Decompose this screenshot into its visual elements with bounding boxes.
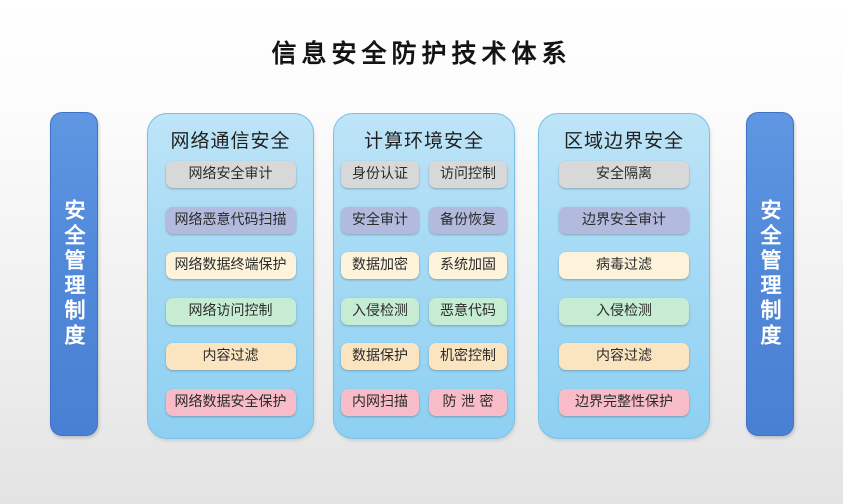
chip-anti-leak: 防 泄 密 — [429, 389, 507, 416]
right-security-management-label: 安全管理制度 — [758, 199, 782, 349]
chip-network-security-audit: 网络安全审计 — [165, 161, 296, 188]
chip-malicious-code: 恶意代码 — [429, 298, 507, 325]
column-network-communication-security: 网络通信安全 网络安全审计 网络恶意代码扫描 网络数据终端保护 网络访问控制 内… — [147, 113, 314, 439]
chip-boundary-integrity-protect: 边界完整性保护 — [559, 389, 689, 416]
chip-identity-authentication: 身份认证 — [341, 161, 419, 188]
chip-intrusion-detection: 入侵检测 — [341, 298, 419, 325]
chip-row: 内容过滤 — [539, 343, 709, 370]
chip-data-protection: 数据保护 — [341, 343, 419, 370]
chip-row: 入侵检测 — [539, 298, 709, 325]
left-security-management-label: 安全管理制度 — [62, 199, 86, 349]
chip-row: 安全隔离 — [539, 161, 709, 188]
chip-intranet-scan: 内网扫描 — [341, 389, 419, 416]
left-security-management-bar: 安全管理制度 — [50, 112, 98, 436]
chip-intrusion-detection: 入侵检测 — [559, 298, 689, 325]
chip-content-filter: 内容过滤 — [559, 343, 689, 370]
chip-content-filter: 内容过滤 — [165, 343, 296, 370]
chip-row: 边界安全审计 — [539, 207, 709, 234]
right-security-management-bar: 安全管理制度 — [746, 112, 794, 436]
column-regional-boundary-security: 区域边界安全 安全隔离 边界安全审计 病毒过滤 入侵检测 内容过滤 边界完整性保… — [538, 113, 710, 439]
column-computing-environment-security: 计算环境安全 身份认证 访问控制 安全审计 备份恢复 数据加密 系统加固 入侵检… — [333, 113, 515, 439]
column-header-regional-boundary: 区域边界安全 — [563, 130, 684, 152]
chip-row: 网络安全审计 — [148, 161, 313, 188]
page-title: 信息安全防护技术体系 — [271, 39, 572, 68]
chip-access-control: 访问控制 — [429, 161, 507, 188]
chip-network-access-control: 网络访问控制 — [165, 298, 296, 325]
chip-row: 身份认证 访问控制 — [334, 161, 514, 188]
chip-boundary-security-audit: 边界安全审计 — [559, 207, 689, 234]
chip-security-audit: 安全审计 — [341, 207, 419, 234]
chip-virus-filter: 病毒过滤 — [559, 252, 689, 279]
chip-row: 数据加密 系统加固 — [334, 252, 514, 279]
chip-network-data-terminal-protect: 网络数据终端保护 — [165, 252, 296, 279]
chip-row: 网络数据终端保护 — [148, 252, 313, 279]
chip-row: 边界完整性保护 — [539, 389, 709, 416]
chip-network-malicious-code-scan: 网络恶意代码扫描 — [165, 207, 296, 234]
chip-row: 网络恶意代码扫描 — [148, 207, 313, 234]
chip-row: 入侵检测 恶意代码 — [334, 298, 514, 325]
chip-row: 内容过滤 — [148, 343, 313, 370]
chip-row: 网络数据安全保护 — [148, 389, 313, 416]
chip-system-hardening: 系统加固 — [429, 252, 507, 279]
chip-backup-recovery: 备份恢复 — [429, 207, 507, 234]
chip-row: 网络访问控制 — [148, 298, 313, 325]
chip-network-data-security-protect: 网络数据安全保护 — [165, 389, 296, 416]
column-header-computing-environment: 计算环境安全 — [363, 130, 484, 152]
chip-security-isolation: 安全隔离 — [559, 161, 689, 188]
chip-data-encryption: 数据加密 — [341, 252, 419, 279]
chip-row: 内网扫描 防 泄 密 — [334, 389, 514, 416]
chip-row: 病毒过滤 — [539, 252, 709, 279]
column-header-network-communication: 网络通信安全 — [170, 130, 291, 152]
chip-row: 安全审计 备份恢复 — [334, 207, 514, 234]
chip-confidential-control: 机密控制 — [429, 343, 507, 370]
chip-row: 数据保护 机密控制 — [334, 343, 514, 370]
